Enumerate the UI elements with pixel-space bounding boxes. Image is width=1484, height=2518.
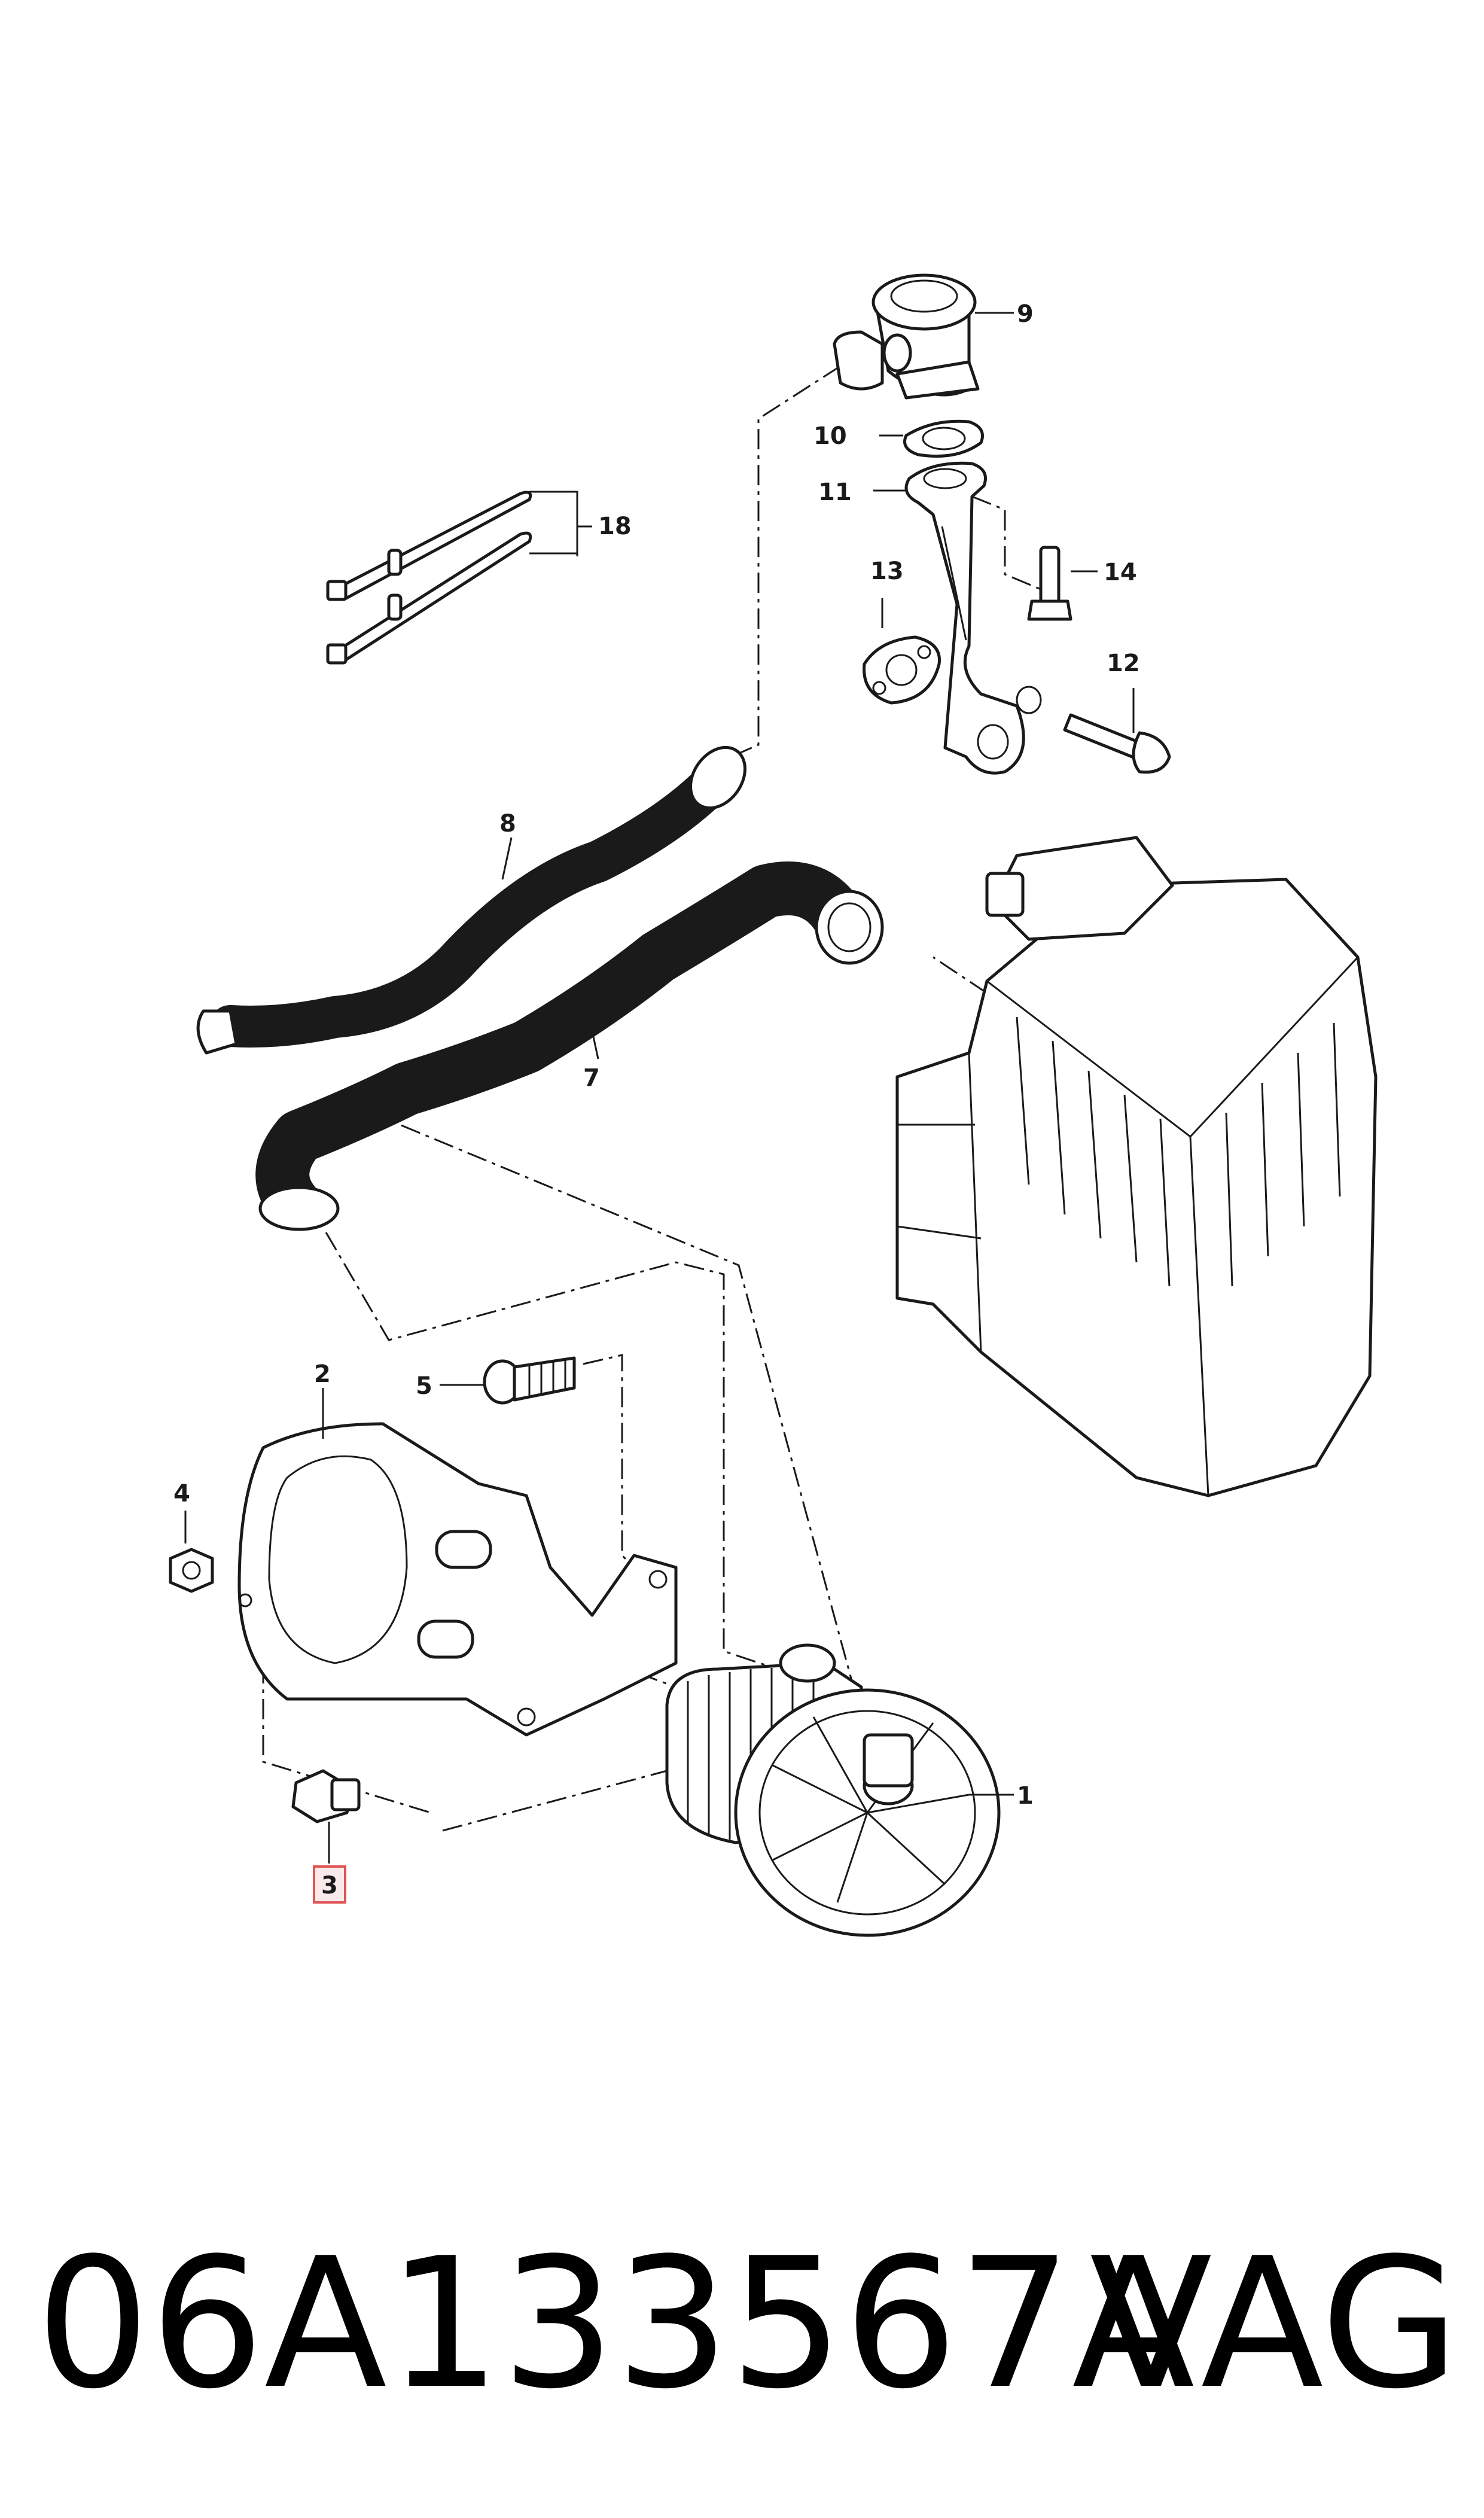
callout-11: 11 <box>818 479 852 506</box>
combination-valve <box>833 273 980 400</box>
sensor-3 <box>291 1769 361 1823</box>
callout-5: 5 <box>416 1372 432 1400</box>
callout-4: 4 <box>173 1480 190 1508</box>
hose-7 <box>255 861 884 1231</box>
bracket-2 <box>237 1422 678 1737</box>
secondary-air-pump <box>665 1643 1001 1937</box>
cable-ties <box>326 491 592 665</box>
callout-2: 2 <box>314 1360 331 1388</box>
exploded-parts-diagram: 9 10 11 13 14 12 18 8 7 2 5 4 1 3 <box>169 273 1378 1937</box>
callout-9: 9 <box>1017 300 1034 328</box>
callout-3-highlight-box <box>313 1865 346 1904</box>
hose-8 <box>196 745 746 1055</box>
air-filter-housing <box>895 836 1378 1497</box>
callout-3: 3 <box>321 1872 338 1899</box>
bolt-5 <box>483 1356 576 1405</box>
callout-10: 10 <box>813 422 847 450</box>
bolt-14 <box>1027 546 1072 621</box>
callout-13: 13 <box>870 558 904 585</box>
callout-8: 8 <box>499 810 516 838</box>
nut-4 <box>169 1548 214 1593</box>
callout-12: 12 <box>1107 650 1140 677</box>
bolt-12 <box>1063 713 1171 774</box>
callout-14: 14 <box>1104 559 1137 586</box>
callout-18: 18 <box>598 513 632 540</box>
gasket-10 <box>903 419 984 458</box>
connecting-pipe-bracket <box>904 461 1042 775</box>
gasket-13 <box>863 635 941 705</box>
brand-name: VAG <box>1089 2219 1459 2428</box>
part-number: 06A133567A <box>36 2219 1195 2428</box>
part-caption: 06A133567A VAG <box>36 2225 1459 2423</box>
callout-7: 7 <box>583 1064 600 1092</box>
callout-1: 1 <box>1017 1782 1034 1810</box>
leader-lines <box>184 312 1135 1864</box>
callout-labels: 9 10 11 13 14 12 18 8 7 2 5 4 1 3 <box>173 300 1140 1904</box>
